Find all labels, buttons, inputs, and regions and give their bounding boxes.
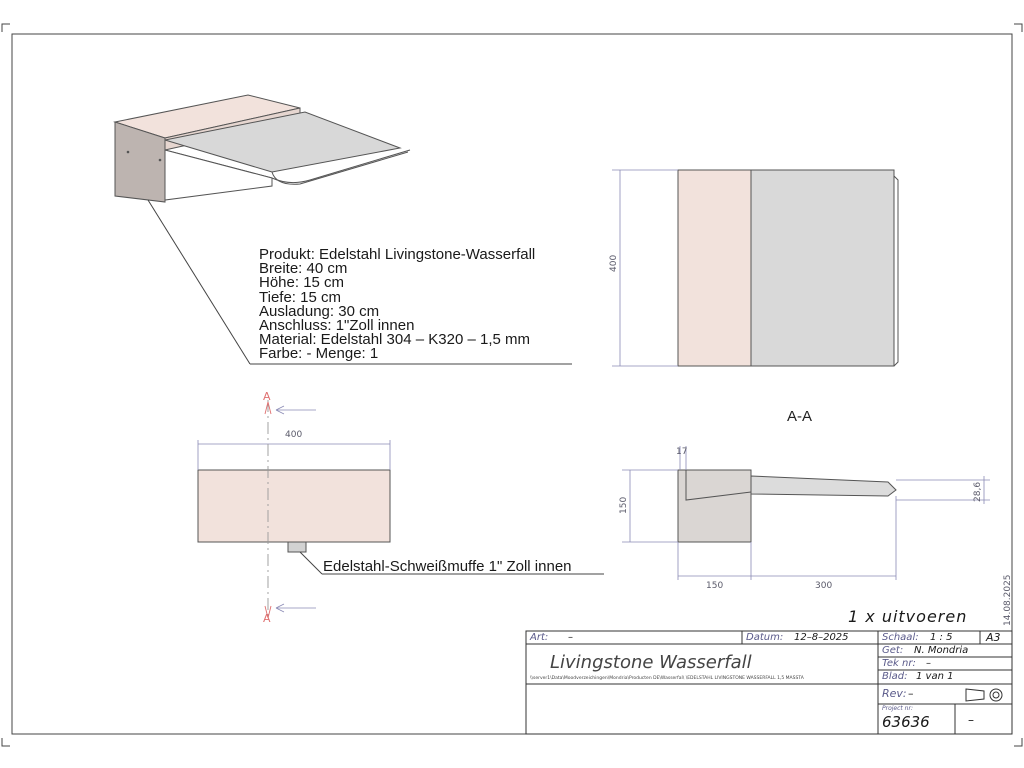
- dim-top-width: 400: [609, 255, 619, 272]
- drawing-title: Livingstone Wasserfall: [550, 652, 752, 673]
- product-line: Anschluss: 1"Zoll innen: [259, 317, 415, 335]
- product-line: Material: Edelstahl 304 – K320 – 1,5 mm: [259, 331, 530, 349]
- product-line: Tiefe: 15 cm: [259, 288, 341, 306]
- file-path: \\server1\Data\Moodverzeichingen\Mondria…: [530, 676, 804, 681]
- weld-leader: [299, 551, 323, 575]
- sheet-frame: [1, 23, 1023, 747]
- dim-section-depth: 150: [706, 581, 723, 591]
- product-line: Ausladung: 30 cm: [259, 302, 380, 320]
- tb-format: A3: [986, 631, 1001, 644]
- weld-note: Edelstahl-Schweißmuffe 1" Zoll innen: [323, 558, 572, 575]
- date-stamp: 14.08.2025: [1003, 574, 1013, 626]
- tb-blad-key: Blad:: [882, 671, 908, 682]
- tb-project-key: Project nr:: [882, 705, 913, 712]
- tb-datum-key: Datum:: [746, 632, 784, 643]
- dim-section-height: 150: [619, 497, 629, 514]
- isometric-view: [113, 94, 411, 203]
- tb-art-key: Art:: [530, 632, 549, 643]
- section-mark-bottom: A: [263, 612, 271, 625]
- product-line: Höhe: 15 cm: [259, 274, 345, 292]
- dim-front-width: 400: [285, 430, 302, 440]
- tb-project-extra: –: [968, 713, 974, 727]
- dim-slot: 17: [676, 447, 687, 457]
- tb-art-value: –: [568, 632, 573, 643]
- dim-spout-length: 300: [815, 581, 832, 591]
- tb-tek-key: Tek nr:: [882, 658, 916, 669]
- leader-line: [147, 199, 251, 365]
- section-arrows: [275, 405, 316, 613]
- section-label: A-A: [787, 408, 813, 425]
- top-view: [677, 169, 899, 367]
- tb-get-key: Get:: [882, 645, 904, 656]
- tb-datum-value: 12–8–2025: [794, 632, 849, 643]
- tb-schaal-key: Schaal:: [882, 632, 919, 643]
- front-view: [197, 440, 391, 553]
- dim-lip: 28,6: [973, 482, 983, 502]
- section-view: [677, 469, 897, 543]
- product-info: Produkt: Edelstahl Livingstone-Wasserfal…: [259, 246, 536, 363]
- tb-rev-value: –: [908, 687, 914, 700]
- tb-tek-value: –: [926, 658, 931, 669]
- tb-get-value: N. Mondria: [914, 645, 969, 656]
- tb-rev-key: Rev:: [882, 687, 907, 700]
- tb-schaal-value: 1 : 5: [930, 632, 953, 643]
- execution-note: 1 x uitvoeren: [848, 607, 968, 626]
- tb-blad-value: 1 van 1: [916, 671, 954, 682]
- title-block-frame: [525, 630, 1013, 735]
- tb-project-value: 63636: [882, 713, 930, 731]
- product-line: Breite: 40 cm: [259, 260, 348, 278]
- product-line: Produkt: Edelstahl Livingstone-Wasserfal…: [259, 246, 536, 263]
- product-line: Farbe: - Menge: 1: [259, 345, 379, 363]
- projection-symbol-icon: [965, 688, 1003, 702]
- section-line: [264, 400, 272, 620]
- section-mark-top: A: [263, 390, 271, 403]
- top-view-dimension: [612, 169, 678, 367]
- section-dimensions: [622, 446, 990, 580]
